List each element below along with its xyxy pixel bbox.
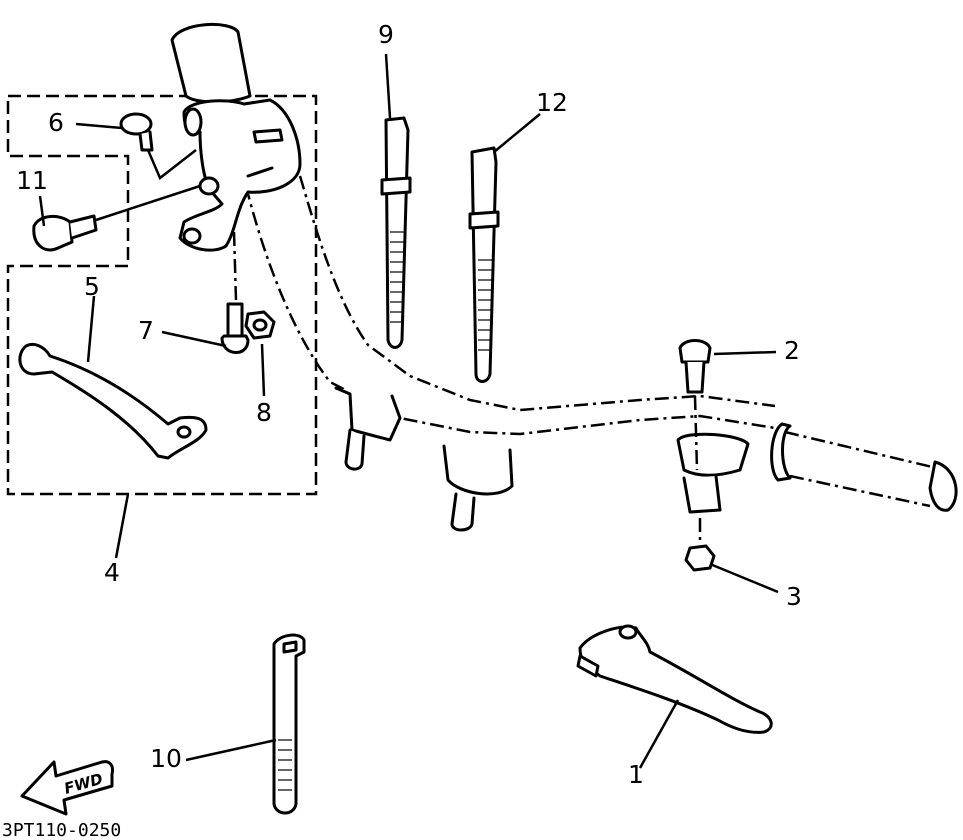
- bolt-2: [678, 339, 712, 394]
- lever-1: [576, 624, 773, 734]
- forward-arrow-icon: FWD: [20, 760, 114, 816]
- callout-3: 3: [786, 582, 802, 611]
- nut-8: [244, 310, 276, 340]
- lever-bracket-housing: [178, 98, 302, 252]
- nut-3: [684, 544, 716, 572]
- callout-5: 5: [84, 272, 100, 301]
- lever-5: [18, 342, 208, 460]
- leader-lines: [38, 53, 779, 769]
- handlebar-tube: [170, 22, 958, 532]
- assembly-axis-lines: [95, 149, 702, 544]
- cable-band-9: [380, 116, 412, 349]
- callout-7: 7: [138, 316, 154, 345]
- cable-band-10: [272, 633, 306, 815]
- callout-8: 8: [256, 398, 272, 427]
- callout-4: 4: [104, 558, 120, 587]
- callout-11: 11: [16, 166, 48, 195]
- callout-1: 1: [628, 760, 644, 789]
- callout-9: 9: [378, 20, 394, 49]
- cable-band-12: [468, 146, 500, 383]
- callout-10: 10: [150, 744, 182, 773]
- screw-6: [119, 112, 154, 152]
- callout-6: 6: [48, 108, 64, 137]
- callout-2: 2: [784, 336, 800, 365]
- document-code: 3PT110-0250: [2, 820, 121, 840]
- callout-12: 12: [536, 88, 568, 117]
